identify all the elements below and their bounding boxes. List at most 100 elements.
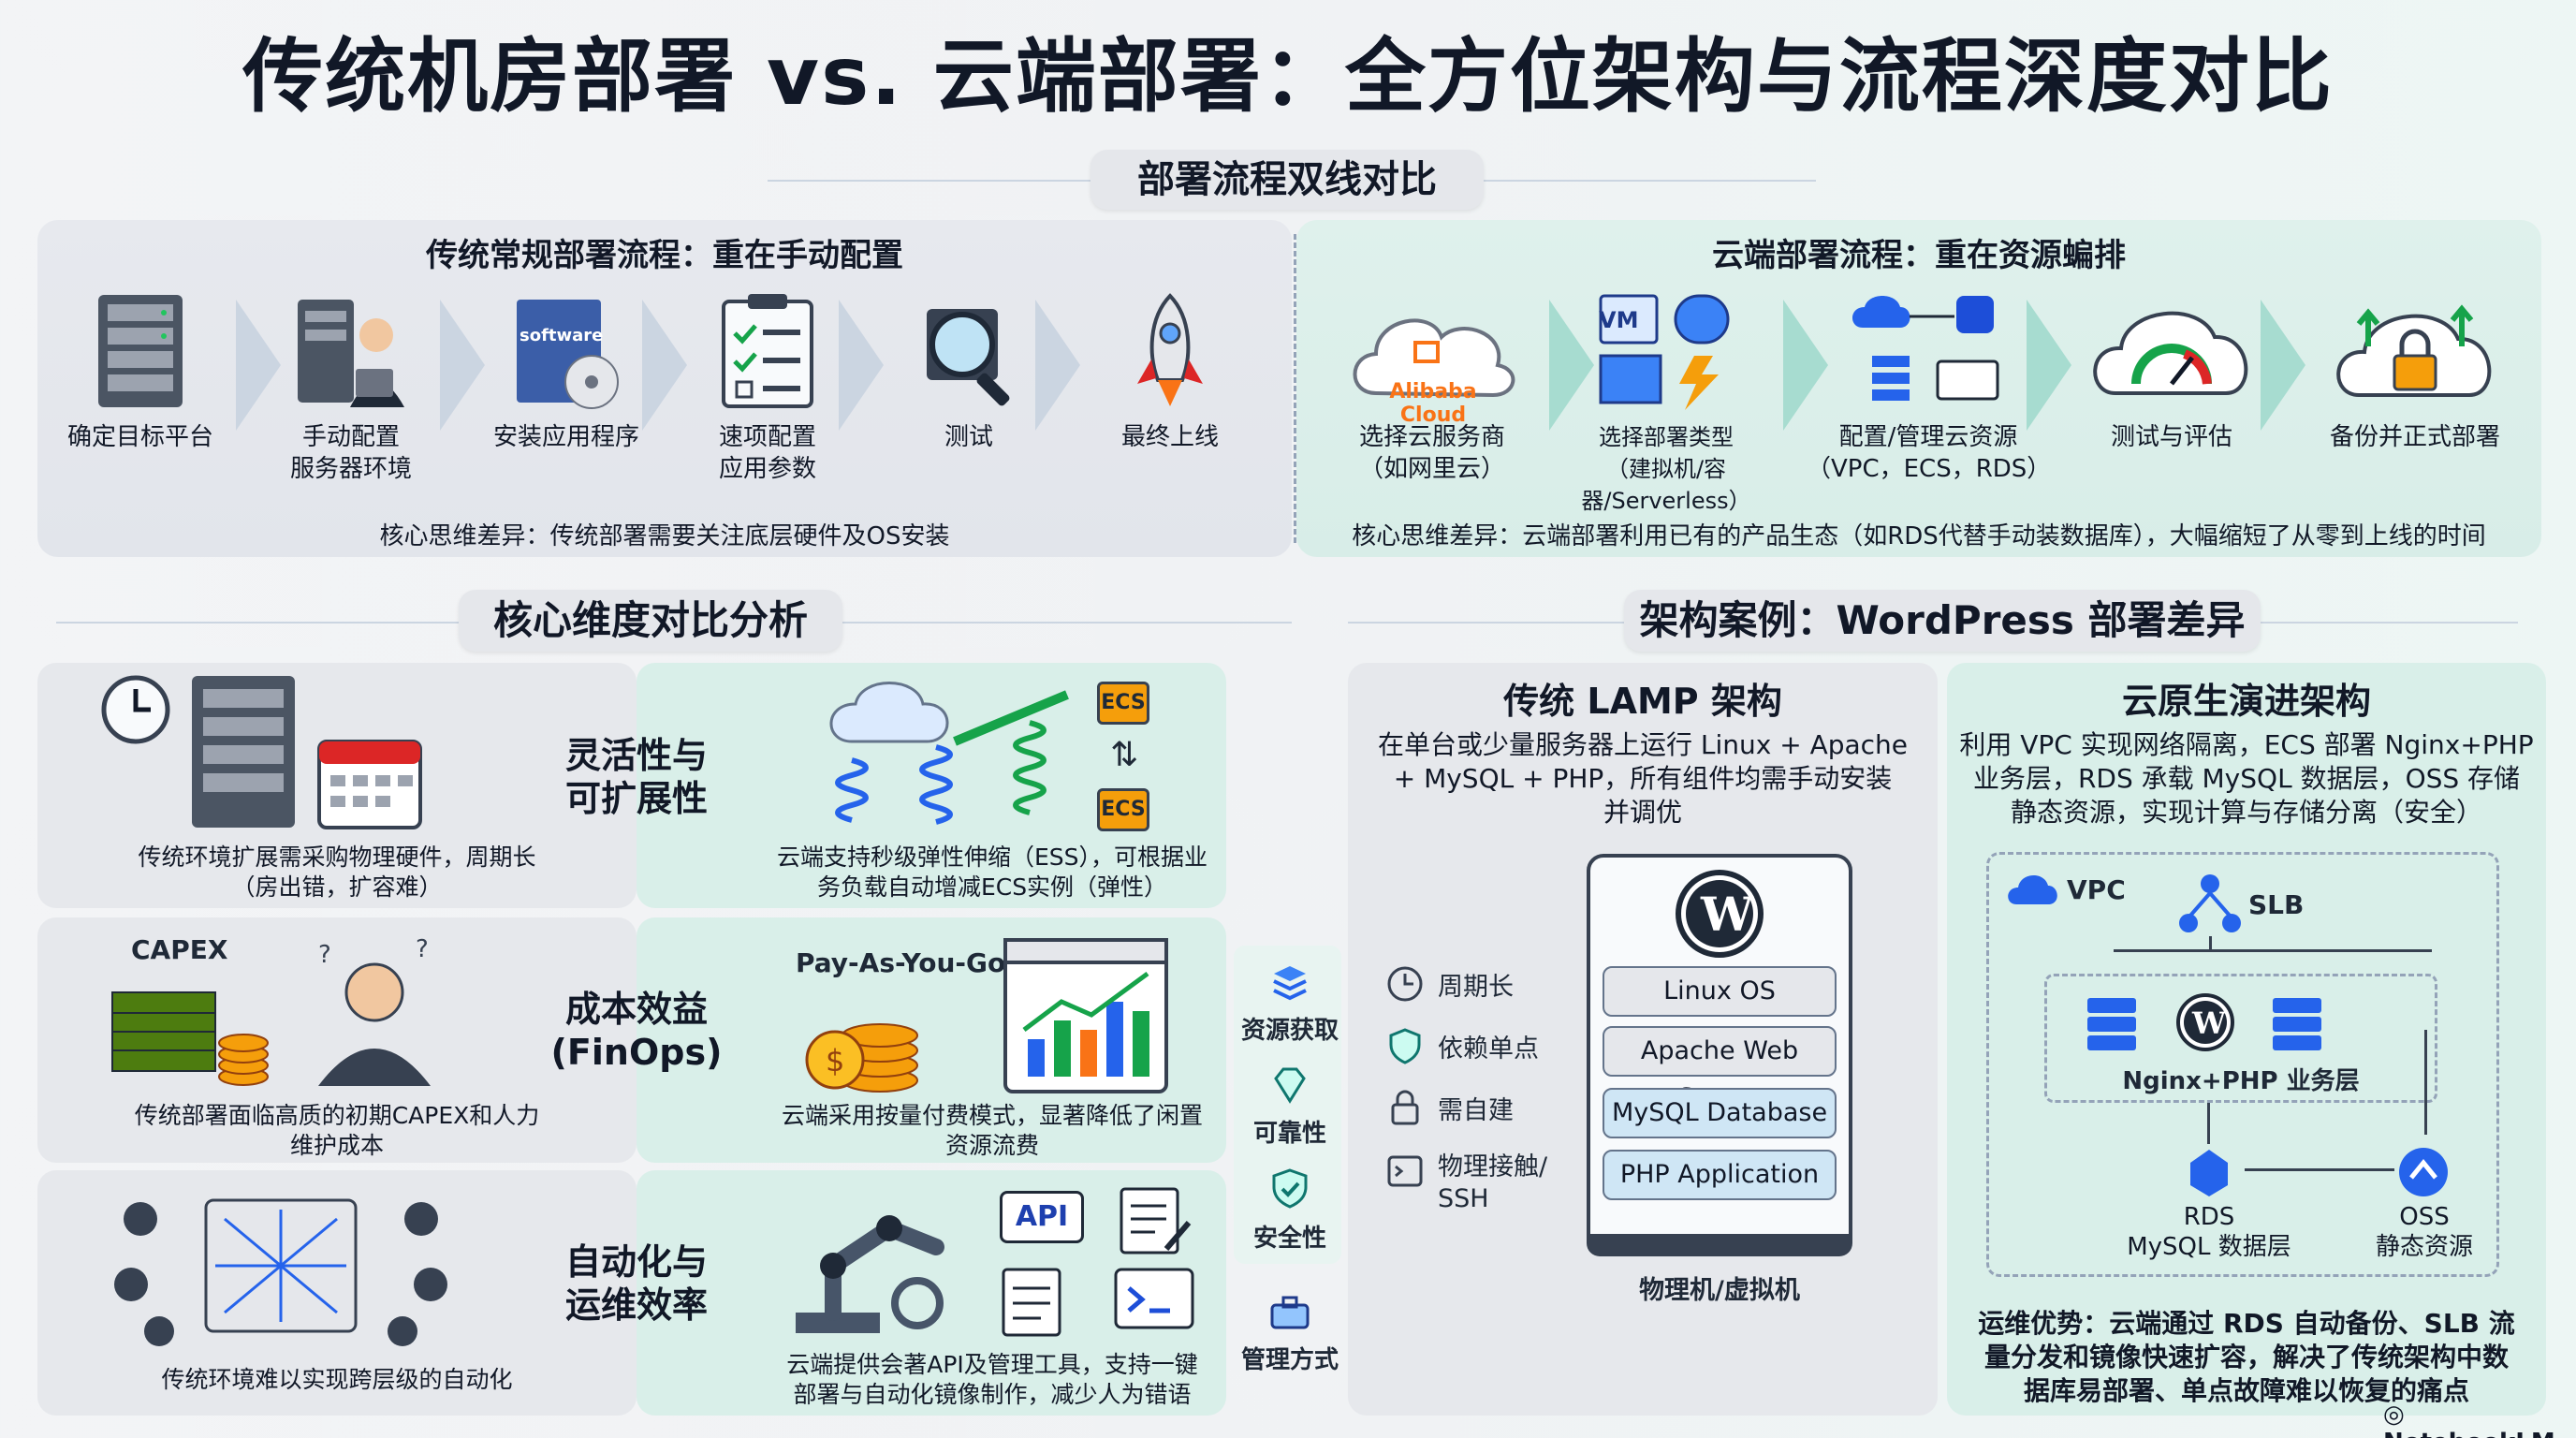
magnifier-chip-icon xyxy=(908,290,1030,412)
cloud-lock-icon xyxy=(2331,290,2499,412)
traditional-insight: 核心思维差异：传统部署需要关注底层硬件及OS安装 xyxy=(379,522,950,550)
web-tier-label: Nginx+PHP 业务层 xyxy=(2122,1067,2360,1095)
vm-container-icon xyxy=(1582,290,1750,412)
feature-label: 依赖单点 xyxy=(1438,1034,1539,1064)
clock-icon xyxy=(1387,966,1423,1002)
flow-arrow xyxy=(2027,300,2071,431)
lamp-description: 在单台或少量服务器上运行 Linux + Apache + MySQL + PH… xyxy=(1377,729,1909,828)
bar-chart-window-icon xyxy=(1002,936,1170,1099)
side-item-label: 可靠性 xyxy=(1252,1120,1326,1148)
feature-label: 周期长 xyxy=(1438,972,1514,1002)
slb-icon xyxy=(2177,871,2243,940)
step-label: 安装应用程序 xyxy=(492,423,639,451)
stack-icon xyxy=(1234,962,1346,1005)
up-down-arrows-icon: ⇅ xyxy=(1110,736,1139,774)
side-item-label: 安全性 xyxy=(1252,1225,1326,1253)
flow-arrow xyxy=(236,300,281,431)
lamp-feature-cycle: 周期长 xyxy=(1385,964,1514,1004)
lamp-feature-self-build: 需自建 xyxy=(1385,1088,1514,1127)
side-item-resource: 资源获取 xyxy=(1234,962,1346,1046)
step-label: 配置/管理云资源 （VPC，ECS，RDS） xyxy=(1807,423,2052,483)
flow-arrow xyxy=(440,300,485,431)
cloud-provider-icon xyxy=(1339,290,1526,412)
svg-text:W: W xyxy=(1700,887,1754,942)
shield-warning-icon xyxy=(1389,1028,1421,1064)
vpc-boundary xyxy=(1986,852,2499,1277)
web-to-rds-line xyxy=(2207,1103,2210,1144)
device-base xyxy=(1587,1234,1852,1256)
server-rack-icon xyxy=(80,290,201,412)
cloud-step-5: 备份并正式部署 xyxy=(2293,290,2537,453)
dimension-3-left-caption: 传统环境难以实现跨层级的自动化 xyxy=(161,1366,513,1393)
dimension-1-label: 灵活性与 可扩展性 xyxy=(564,735,708,819)
elastic-scaling-icon xyxy=(814,676,1095,839)
dimension-1-right-caption: 云端支持秒级弹性伸缩（ESS），可根据业 务负载自动增减ECS实例（弹性） xyxy=(776,844,1208,901)
traditional-step-4: 速项配置 应用参数 xyxy=(674,290,861,485)
rds-label: RDS MySQL 数据层 xyxy=(2127,1203,2291,1261)
server-stack-icon xyxy=(2084,994,2140,1058)
capex-tag: CAPEX xyxy=(131,934,228,965)
ecs-badge: ECS xyxy=(1097,682,1149,725)
lamp-title: 传统 LAMP 架构 xyxy=(1503,681,1782,722)
toolbox-icon xyxy=(1234,1294,1346,1335)
api-window: API xyxy=(1000,1191,1084,1243)
flow-arrow xyxy=(1035,300,1080,431)
step-label: 选择云服务商 （如网里云） xyxy=(1358,423,1505,483)
dimension-2-right-caption: 云端采用按量付费模式，显著降低了闲置 资源流费 xyxy=(781,1102,1203,1159)
flow-arrow xyxy=(642,300,687,431)
cash-stack-icon xyxy=(103,974,271,1099)
step-label: 备份并正式部署 xyxy=(2329,423,2500,451)
machine-label: 物理机/虚拟机 xyxy=(1639,1276,1800,1305)
workflow-divider xyxy=(1294,234,1296,543)
dimension-3-label: 自动化与 运维效率 xyxy=(564,1241,708,1326)
oss-icon xyxy=(2393,1142,2454,1202)
lamp-feature-single-point: 依赖单点 xyxy=(1385,1026,1539,1065)
step-label: 测试 xyxy=(944,423,993,451)
layer-mysql: MySQL Database xyxy=(1603,1088,1837,1138)
rocket-icon xyxy=(1109,290,1231,412)
alibaba-cloud-text: Alibaba Cloud xyxy=(1389,380,1477,427)
terminal-icon xyxy=(1387,1155,1423,1187)
feature-label: 物理接触/ SSH xyxy=(1438,1152,1548,1213)
cloud-step-2: VM 选择部署类型 （建拟机/容器/Serverless） xyxy=(1535,290,1797,517)
vm-text: VM xyxy=(1599,307,1639,333)
diamond-icon xyxy=(1234,1065,1346,1108)
wordpress-logo-icon: W xyxy=(1675,869,1764,962)
software-box-text: software xyxy=(520,326,604,345)
oss-to-rds-line xyxy=(2245,1168,2394,1171)
cloud-native-description: 利用 VPC 实现网络隔离，ECS 部署 Nginx+PHP 业务层，RDS 承… xyxy=(1959,729,2534,828)
flow-arrow xyxy=(1549,300,1594,431)
coins-icon: $ xyxy=(805,983,927,1099)
cloud-insight: 核心思维差异：云端部署利用已有的产品生态（如RDS代替手动装数据库），大幅缩短了… xyxy=(1352,522,2486,550)
side-item-label: 资源获取 xyxy=(1240,1017,1339,1045)
svg-text:?: ? xyxy=(318,941,331,969)
cloud-step-4: 测试与评估 xyxy=(2059,290,2284,453)
cloud-step-1: Alibaba Cloud 选择云服务商 （如网里云） xyxy=(1310,290,1554,485)
traditional-step-6: 最终上线 xyxy=(1076,290,1264,453)
cloud-native-title: 云原生演进架构 xyxy=(2121,681,2371,722)
dimension-3-right-caption: 云端提供会著API及管理工具，支持一键 部署与自动化镜像制作，减少人为错语 xyxy=(786,1351,1198,1408)
tangled-network-icon xyxy=(103,1181,459,1354)
software-box-icon xyxy=(505,290,627,412)
shield-icon xyxy=(1234,1167,1346,1213)
section-title-dimensions: 核心维度对比分析 xyxy=(459,590,842,652)
slb-label: SLB xyxy=(2248,889,2305,920)
step-label: 确定目标平台 xyxy=(66,423,213,451)
section-title-architecture: 架构案例：WordPress 部署差异 xyxy=(1624,590,2261,652)
notebooklm-logo-icon: ◎ xyxy=(2383,1401,2405,1429)
dimension-2-left-caption: 传统部署面临高质的初期CAPEX和人力 维护成本 xyxy=(134,1102,540,1159)
step-label: 手动配置 服务器环境 xyxy=(289,423,412,483)
notebooklm-brand: ◎ NotebookLM xyxy=(2383,1401,2576,1438)
checklist-icon xyxy=(707,290,828,412)
document-edit-icon xyxy=(1118,1185,1193,1260)
pay-as-you-go-tag: Pay-As-You-Go xyxy=(796,947,1006,978)
rds-icon xyxy=(2181,1144,2237,1204)
flow-arrow xyxy=(2261,300,2305,431)
page-title: 传统机房部署 vs. 云端部署：全方位架构与流程深度对比 xyxy=(242,30,2334,124)
traditional-step-2: 手动配置 服务器环境 xyxy=(253,290,449,485)
slb-stem-line xyxy=(2209,936,2212,949)
step-label: 测试与评估 xyxy=(2110,423,2232,451)
robot-arm-icon xyxy=(777,1191,964,1344)
server-stack-icon xyxy=(2269,994,2325,1058)
cloud-step-3: 配置/管理云资源 （VPC，ECS，RDS） xyxy=(1807,290,2052,485)
